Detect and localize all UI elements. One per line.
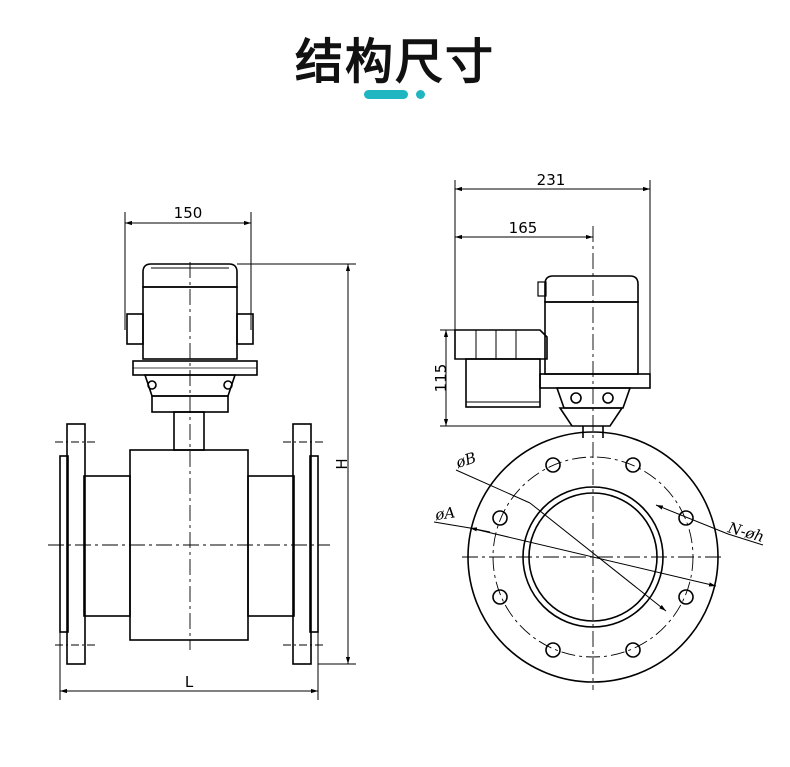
title-underline-bar (364, 90, 408, 99)
side-view (454, 226, 722, 690)
side-height-dimension: 115 (432, 364, 450, 393)
side-dimensions (433, 180, 764, 612)
side-overall-dimension: 231 (537, 171, 566, 189)
side-center-dimension: 165 (509, 219, 538, 237)
title-underline-dot (416, 90, 425, 99)
front-view (48, 262, 330, 665)
front-width-dimension: 150 (174, 204, 203, 222)
front-length-dimension: L (185, 673, 194, 691)
outer-diameter-label: øA (433, 503, 456, 524)
page-title: 结构尺寸 (294, 34, 495, 90)
bolt-holes-label: N-øh (725, 518, 766, 546)
bolt-circle-label: øB (453, 448, 479, 472)
front-dimensions (59, 212, 356, 700)
front-height-dimension: H (333, 458, 351, 469)
